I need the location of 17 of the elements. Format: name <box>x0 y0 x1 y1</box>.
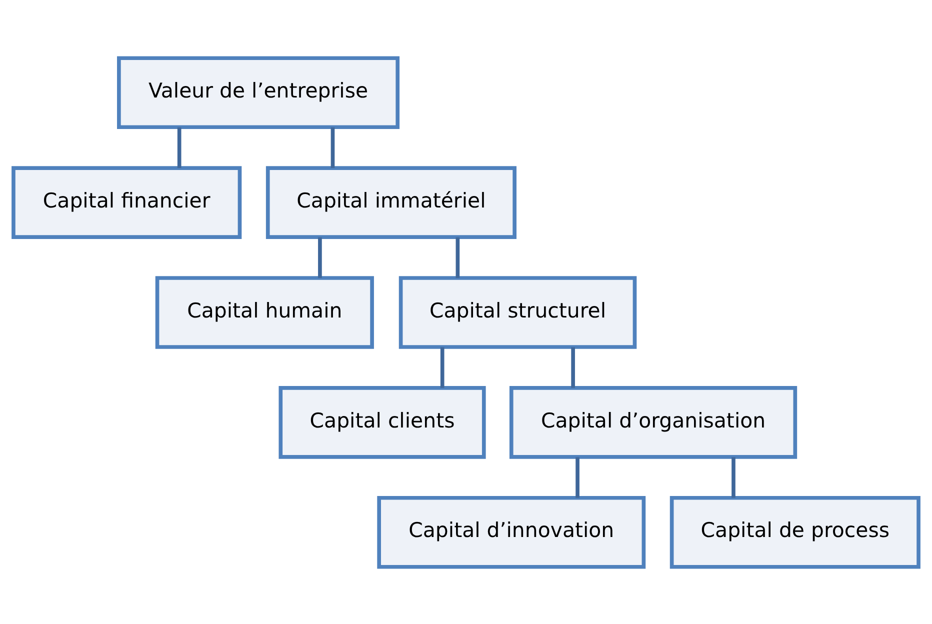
connector <box>576 456 580 498</box>
connector <box>456 236 460 278</box>
node-box: Capital structurel <box>398 276 637 348</box>
node-box: Capital d’organisation <box>509 386 798 458</box>
node-box: Capital financier <box>12 166 242 238</box>
node-box: Valeur de l’entreprise <box>117 56 400 129</box>
connector <box>318 236 322 278</box>
node-box: Capital d’innovation <box>377 495 646 568</box>
node-box: Capital immatériel <box>266 166 516 238</box>
connector <box>732 456 736 498</box>
node-box: Capital de process <box>670 495 920 568</box>
node-box: Capital humain <box>155 276 374 348</box>
connector <box>177 126 182 168</box>
connector <box>571 346 575 388</box>
connector <box>330 126 335 168</box>
connector <box>440 346 444 388</box>
node-box: Capital clients <box>278 386 486 458</box>
